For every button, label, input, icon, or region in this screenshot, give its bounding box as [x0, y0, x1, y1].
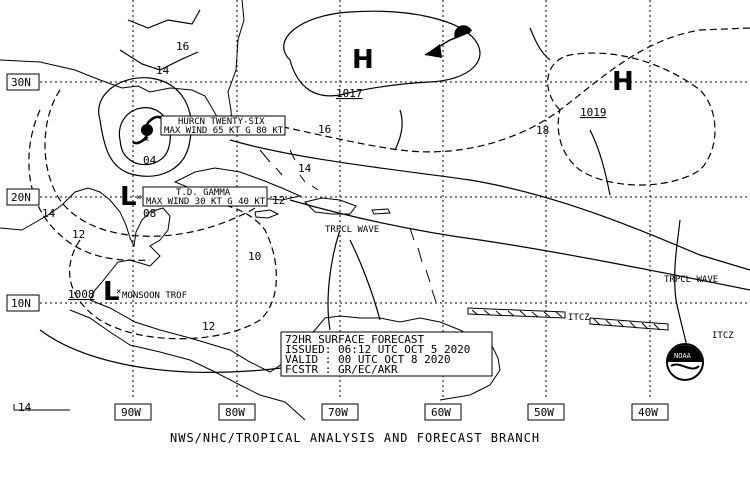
forecast-line-3: VALID : 00 UTC OCT 8 2020	[285, 353, 451, 366]
low-monsoon-pressure: 1008	[68, 288, 95, 301]
forecast-line-2: ISSUED: 06:12 UTC OCT 5 2020	[285, 343, 470, 356]
isobar-label-10: 10	[248, 250, 261, 263]
central-america-pacific-coast	[69, 309, 306, 421]
itcz-1-label: ITCZ	[568, 313, 590, 323]
warm-front-semicircle	[454, 25, 472, 38]
coastlines	[0, 0, 501, 421]
central-america-coast	[89, 299, 501, 401]
forecast-line-1: 72HR SURFACE FORECAST	[285, 333, 424, 346]
latitude-labels: 30N 20N 10N	[6, 73, 40, 312]
lon-label-40w: 40W	[638, 406, 658, 419]
lat-label-20n: 20N	[11, 191, 31, 204]
lon-label-50w: 50W	[534, 406, 554, 419]
gamma-info-box: T.D. GAMMA MAX WIND 30 KT G 40 KT	[142, 186, 268, 207]
itcz-2-label: ITCZ	[712, 331, 734, 341]
high-2-pressure: 1019	[580, 106, 607, 119]
itcz-bands	[467, 307, 669, 331]
high-center-2: H	[612, 67, 634, 97]
hispaniola	[304, 197, 357, 215]
isobar-label-14-bottom: 14	[18, 401, 32, 414]
gamma-name: T.D. GAMMA	[176, 188, 231, 198]
jamaica	[254, 209, 280, 219]
lat-label-30n: 30N	[11, 76, 31, 89]
hurricane-track-x: ×	[144, 135, 149, 145]
trpcl-wave-1-label: TRPCL WAVE	[325, 225, 379, 235]
isobar-label-14-top: 14	[156, 64, 170, 77]
mexico-yucatan-coast	[0, 187, 171, 301]
isobar-label-12-low: 12	[202, 320, 215, 333]
forecast-line-4: FCSTR : GR/EC/AKR	[285, 363, 398, 376]
isobar-label-14-left: 14	[42, 207, 56, 220]
us-gulf-coast	[0, 0, 245, 133]
lesser-antilles	[409, 227, 437, 303]
hurricane-symbol-icon	[132, 115, 162, 145]
low-gamma-center: L	[120, 182, 137, 212]
longitude-labels: 90W 80W 70W 60W 50W 40W	[114, 403, 669, 421]
lon-label-70w: 70W	[328, 406, 348, 419]
footer-credit: NWS/NHC/TROPICAL ANALYSIS AND FORECAST B…	[170, 431, 540, 445]
high-center-1: H	[352, 45, 374, 75]
isobars	[28, 9, 750, 373]
hurricane-name: HURCN TWENTY-SIX	[178, 117, 265, 127]
isobar-label-14-mid: 14	[298, 162, 312, 175]
gamma-wind: MAX WIND 30 KT G 40 KT	[146, 197, 266, 207]
isobar-label-16-mid: 16	[318, 123, 331, 136]
monsoon-trof-label: MONSOON TROF	[122, 291, 187, 301]
hurricane-pressure: 04	[143, 154, 157, 167]
isobar-label-12-mid: 12	[272, 194, 285, 207]
cold-front-triangle	[425, 44, 442, 58]
noaa-logo-text: NOAA	[674, 352, 692, 360]
gamma-pressure: 08	[143, 207, 156, 220]
hurricane-info-box: HURCN TWENTY-SIX MAX WIND 65 KT G 80 KT	[160, 115, 286, 136]
trpcl-wave-2-label: TRPCL WAVE	[664, 275, 718, 285]
low-monsoon-center: L	[103, 277, 120, 307]
lon-label-90w: 90W	[121, 406, 141, 419]
front-symbol	[424, 25, 472, 58]
lon-label-80w: 80W	[225, 406, 245, 419]
puerto-rico	[371, 208, 391, 215]
lat-label-10n: 10N	[11, 297, 31, 310]
isobar-label-18: 18	[536, 124, 549, 137]
high-1-pressure: 1017	[336, 87, 363, 100]
isobar-label-12-left: 12	[72, 228, 85, 241]
lon-label-60w: 60W	[431, 406, 451, 419]
florida-keys-bahamas	[259, 149, 319, 191]
forecast-info-box: 72HR SURFACE FORECAST ISSUED: 06:12 UTC …	[280, 331, 493, 377]
isobar-label-16-top: 16	[176, 40, 189, 53]
noaa-logo-icon: NOAA	[666, 343, 704, 381]
hurricane-wind: MAX WIND 65 KT G 80 KT	[164, 126, 284, 136]
monsoon-low-x: ×	[116, 287, 121, 297]
gamma-track-x: ×	[136, 193, 141, 203]
